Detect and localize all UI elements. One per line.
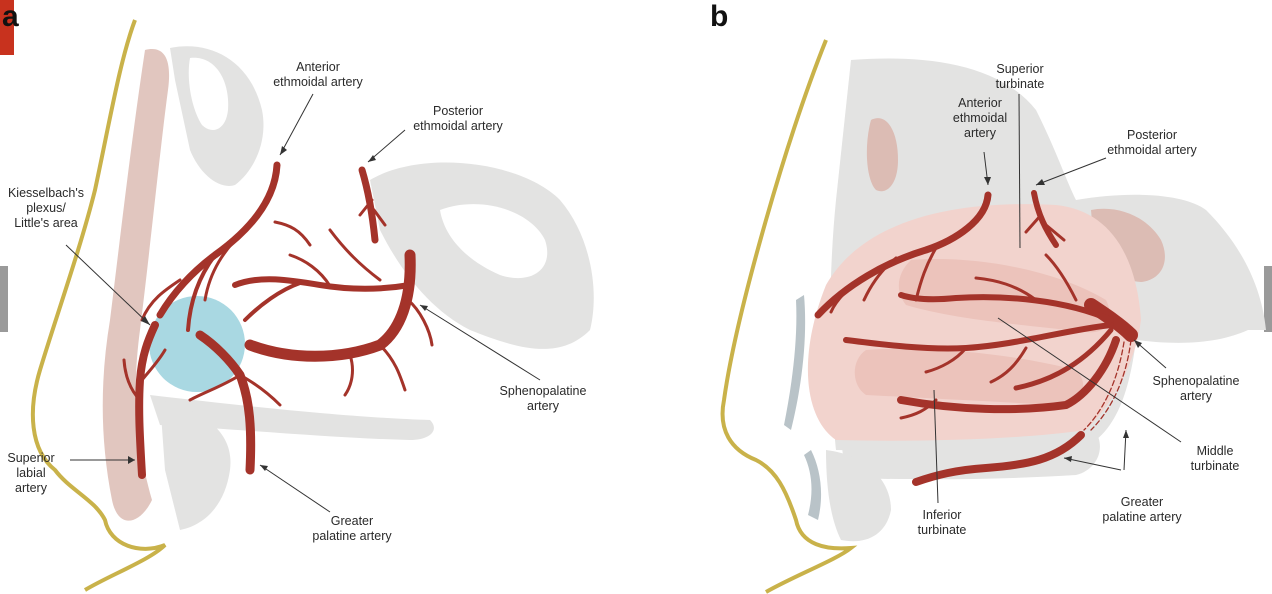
skin-profile-outline — [30, 19, 167, 592]
anterior-ethmoidal-artery — [156, 161, 281, 319]
artery-network-a — [122, 161, 434, 479]
label-greater-palatine-artery: Greater palatine artery — [312, 514, 392, 543]
lower-cartilage-shape — [804, 450, 822, 520]
label-greater-palatine-artery: Greater palatine artery — [1102, 495, 1182, 524]
label-middle-turbinate: Middle turbinate — [1190, 444, 1240, 473]
septal-cartilage-shape — [102, 49, 170, 521]
greater-palatine-artery — [912, 431, 1085, 486]
sphenoid-sinus-shape — [440, 204, 548, 279]
alar-cartilage-shape — [784, 295, 806, 430]
label-anterior-ethmoidal-artery: Anterior ethmoidal artery — [273, 60, 363, 89]
label-superior-labial-artery: Superior labial artery — [7, 451, 55, 495]
label-posterior-ethmoidal-artery: Posterior ethmoidal artery — [1107, 128, 1197, 157]
frontal-sinus-shape — [188, 57, 229, 130]
maxilla-shape — [160, 400, 231, 530]
frontal-sinus-shape — [866, 118, 898, 192]
arrowheads-b — [984, 177, 1142, 462]
label-posterior-ethmoidal-artery: Posterior ethmoidal artery — [413, 104, 503, 133]
label-inferior-turbinate: Inferior turbinate — [917, 508, 967, 537]
label-sphenopalatine-artery: Sphenopalatine artery — [499, 384, 587, 413]
maxilla-shape — [826, 450, 891, 542]
panel-b-illustration — [720, 39, 1266, 594]
label-superior-turbinate: Superior turbinate — [995, 62, 1045, 91]
artery-network-b — [814, 190, 1138, 486]
arrowheads-a — [128, 146, 428, 471]
label-anterior-ethmoidal-artery: Anterior ethmoidal artery — [952, 96, 1008, 140]
label-kiesselbach-plexus: Kiesselbach's plexus/ Little's area — [7, 186, 85, 230]
panel-a-illustration — [30, 19, 594, 592]
panel-b-letter: b — [710, 0, 729, 33]
label-sphenopalatine-artery: Sphenopalatine artery — [1152, 374, 1240, 403]
right-edge-bar — [1264, 266, 1272, 332]
sphenopalatine-artery — [244, 249, 416, 362]
posterior-ethmoidal-artery — [1031, 190, 1059, 248]
skin-profile-outline — [720, 39, 858, 594]
panel-a-nasal-septum: a Anterior ethmoidal artery Posterior et… — [2, 0, 594, 592]
palate-bone-shape — [841, 432, 1100, 480]
palate-bone-shape — [150, 395, 434, 440]
corner-accent — [0, 0, 14, 55]
left-edge-bar — [0, 266, 8, 332]
inferior-turbinate-shape — [854, 348, 1084, 405]
superior-labial-artery — [135, 321, 159, 479]
panel-b-lateral-wall: b Superior turbinate Anterior ethmoidal … — [636, 0, 1272, 594]
panel-a-letter: a — [2, 0, 19, 33]
kiesselbach-plexus-area — [149, 296, 245, 392]
leader-lines-a — [65, 93, 541, 513]
